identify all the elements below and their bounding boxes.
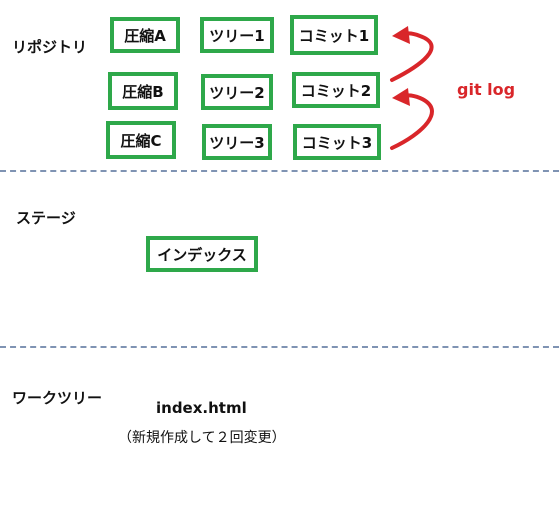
blob-box-b: 圧縮B — [108, 72, 178, 110]
blob-label: 圧縮B — [122, 82, 164, 101]
git-log-label: git log — [457, 80, 516, 99]
commit-label: コミット2 — [300, 81, 372, 100]
repository-label: リポジトリ — [12, 38, 88, 56]
arrow-commit3-to-commit2 — [390, 93, 434, 150]
tree-label: ツリー3 — [209, 133, 265, 152]
tree-label: ツリー2 — [209, 83, 265, 102]
commit-box-3: コミット3 — [293, 124, 381, 160]
divider-stage-worktree — [0, 346, 559, 348]
stage-label: ステージ — [16, 209, 76, 227]
file-name: index.html — [156, 399, 247, 417]
index-label: インデックス — [157, 245, 247, 264]
divider-repository-stage — [0, 170, 559, 172]
blob-label: 圧縮A — [124, 26, 166, 45]
arrowhead-commit1 — [392, 26, 410, 44]
tree-box-2: ツリー2 — [201, 74, 273, 110]
tree-box-1: ツリー1 — [200, 17, 274, 53]
commit-box-1: コミット1 — [290, 15, 378, 55]
file-note: （新規作成して２回変更） — [118, 430, 286, 446]
tree-label: ツリー1 — [209, 26, 265, 45]
arrowhead-commit2 — [392, 88, 410, 106]
blob-box-a: 圧縮A — [110, 17, 180, 53]
blob-box-c: 圧縮C — [106, 121, 176, 159]
tree-box-3: ツリー3 — [202, 124, 272, 160]
commit-box-2: コミット2 — [292, 72, 380, 108]
commit-label: コミット1 — [298, 26, 370, 45]
worktree-label: ワークツリー — [12, 389, 103, 407]
arrow-commit2-to-commit1 — [390, 31, 434, 82]
commit-label: コミット3 — [301, 133, 373, 152]
index-box: インデックス — [146, 236, 258, 272]
blob-label: 圧縮C — [120, 131, 162, 150]
